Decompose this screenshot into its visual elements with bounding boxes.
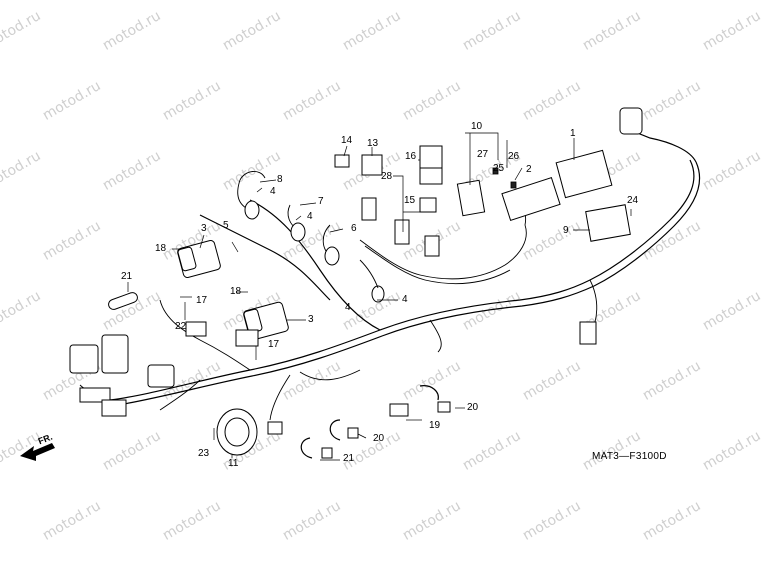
callout-11: 11 (228, 458, 239, 469)
callout-7: 7 (318, 196, 324, 207)
callout-4-d: 4 (402, 294, 408, 305)
ignition-coils (177, 171, 385, 341)
relays-and-units (334, 107, 643, 345)
callout-27: 27 (477, 149, 489, 160)
callout-25: 25 (493, 163, 505, 174)
callout-3-lower: 3 (308, 314, 314, 325)
callout-17: 17 (196, 295, 208, 306)
callout-20-b: 20 (373, 433, 385, 444)
callout-26: 26 (508, 151, 520, 162)
callout-23: 23 (198, 448, 210, 459)
callout-4-a: 4 (270, 186, 276, 197)
callout-21-b: 21 (343, 453, 355, 464)
callout-8: 8 (277, 174, 283, 185)
callout-22: 22 (175, 321, 187, 332)
clamps (300, 385, 451, 459)
callout-10: 10 (471, 121, 483, 132)
callout-21-a: 21 (121, 271, 133, 282)
callout-4-b: 4 (307, 211, 313, 222)
callout-28: 28 (381, 171, 393, 182)
callout-1: 1 (570, 128, 576, 139)
callout-2: 2 (526, 164, 532, 175)
left-components (69, 292, 283, 456)
main-harness (79, 129, 701, 421)
callout-6: 6 (351, 223, 357, 234)
callout-24: 24 (627, 195, 639, 206)
callout-20-a: 20 (467, 402, 479, 413)
callout-15: 15 (404, 195, 416, 206)
callout-19: 19 (429, 420, 441, 431)
callout-17-lower: 17 (268, 339, 280, 350)
callout-13: 13 (367, 138, 379, 149)
diagram-code: MAT3—F3100D (592, 451, 667, 462)
leader-lines (127, 132, 632, 461)
callout-4-c: 4 (345, 302, 351, 313)
front-direction-arrow (20, 443, 55, 461)
callout-16: 16 (405, 151, 417, 162)
callout-5: 5 (223, 220, 229, 231)
callout-14: 14 (341, 135, 353, 146)
callout-3: 3 (201, 223, 207, 234)
callout-18: 18 (155, 243, 167, 254)
callout-18-lower: 18 (230, 286, 242, 297)
callout-9: 9 (563, 225, 569, 236)
